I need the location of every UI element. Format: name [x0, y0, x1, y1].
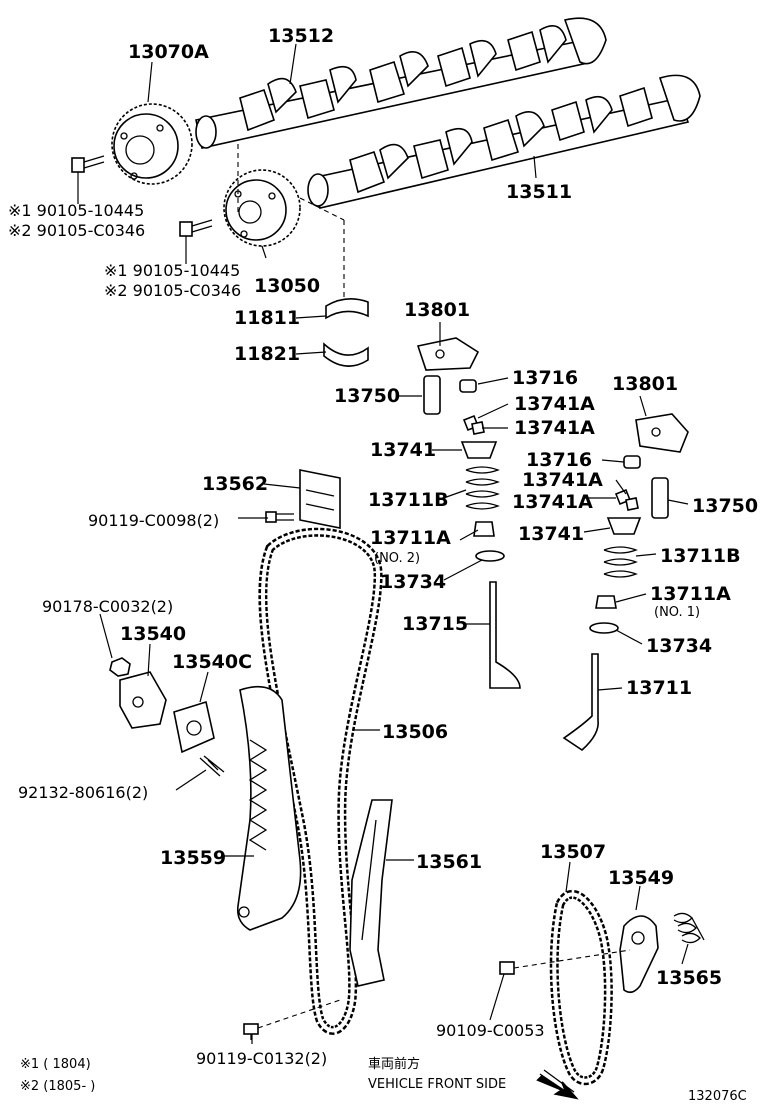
label-13506: 13506	[382, 721, 448, 743]
label-13750-right: 13750	[692, 495, 758, 517]
label-13741-left: 13741	[370, 439, 436, 461]
label-13801-right: 13801	[612, 373, 678, 395]
leader-lines	[77, 43, 689, 1044]
sprocket-13050	[223, 169, 301, 247]
sprocket-bolt-a	[71, 155, 105, 173]
label-13559: 13559	[160, 847, 226, 869]
label-bolt-a-2: ※2 90105-C0346	[8, 221, 145, 240]
label-13050: 13050	[254, 275, 320, 297]
diagram-code: 132076C	[688, 1089, 747, 1104]
tensioner-13540	[119, 671, 167, 729]
label-13549: 13549	[608, 867, 674, 889]
label-13562: 13562	[202, 473, 268, 495]
chain-tensioner-arm-13549	[619, 915, 659, 994]
vehicle-front-arrow-icon	[536, 1069, 579, 1100]
label-13070a: 13070A	[128, 41, 209, 63]
label-13741a-l1: 13741A	[514, 393, 595, 415]
label-13715: 13715	[402, 613, 468, 635]
valve-train-left	[416, 337, 521, 689]
label-11811: 11811	[234, 307, 300, 329]
oil-pump-chain-13507	[549, 889, 613, 1086]
label-13711a-right: 13711A	[650, 583, 731, 605]
label-13716-left: 13716	[512, 367, 578, 389]
label-13711b-left: 13711B	[368, 489, 449, 511]
label-13716-right: 13716	[526, 449, 592, 471]
chain-damper-13562	[299, 469, 341, 529]
part-labels: 13070A 13512 13511 13050 ※1 90105-10445 …	[8, 25, 758, 1104]
label-13741a-r2: 13741A	[512, 491, 593, 513]
label-13741a-l2: 13741A	[514, 417, 595, 439]
label-13711a-right-note: (NO. 1)	[654, 605, 700, 620]
stud-92132	[199, 755, 225, 777]
label-13741a-r1: 13741A	[522, 469, 603, 491]
valve-train-right	[562, 413, 689, 752]
gasket-13540c	[173, 700, 215, 754]
label-13511: 13511	[506, 181, 572, 203]
label-13711a-left: 13711A	[370, 527, 451, 549]
sprocket-bolt-b	[179, 219, 213, 237]
guide-bolt	[243, 999, 341, 1040]
chain-guide-13561	[349, 799, 393, 987]
label-13565: 13565	[656, 967, 722, 989]
arm-bolt	[499, 949, 631, 975]
label-13711a-left-note: (NO. 2)	[374, 551, 420, 566]
timing-chain-13506	[258, 527, 383, 1035]
label-13801-left: 13801	[404, 299, 470, 321]
footnote-2: ※2 (1805- )	[20, 1079, 95, 1094]
slipper-guide-13559	[236, 685, 302, 931]
label-13540c: 13540C	[172, 651, 252, 673]
tensioner-nut	[109, 657, 131, 677]
label-13734-left: 13734	[380, 571, 446, 593]
label-bolt-b-2: ※2 90105-C0346	[104, 281, 241, 300]
label-bolt-b-1: ※1 90105-10445	[104, 261, 240, 280]
label-92132-80616: 92132-80616(2)	[18, 783, 148, 802]
label-11821: 11821	[234, 343, 300, 365]
footnote-1: ※1 ( 1804)	[20, 1057, 91, 1072]
tensioner-spring-13565	[673, 912, 705, 944]
label-13561: 13561	[416, 851, 482, 873]
direction-japanese: 車両前方	[368, 1056, 420, 1072]
damper-bolt	[265, 511, 294, 523]
label-90119-c0098: 90119-C0098(2)	[88, 511, 219, 530]
label-13512: 13512	[268, 25, 334, 47]
direction-english: VEHICLE FRONT SIDE	[368, 1077, 506, 1092]
camshaft-13512	[195, 17, 607, 149]
label-13540: 13540	[120, 623, 186, 645]
label-13750-left: 13750	[334, 385, 400, 407]
label-90109-c0053: 90109-C0053	[436, 1021, 545, 1040]
label-13711b-right: 13711B	[660, 545, 741, 567]
label-13741-right: 13741	[518, 523, 584, 545]
camshaft-13511	[307, 74, 701, 209]
bearing-11811	[325, 298, 369, 320]
label-bolt-a-1: ※1 90105-10445	[8, 201, 144, 220]
label-90178-c0032: 90178-C0032(2)	[42, 597, 173, 616]
label-90119-c0132: 90119-C0132(2)	[196, 1049, 327, 1068]
sprocket-13070a	[111, 103, 193, 185]
label-13734-right: 13734	[646, 635, 712, 657]
label-13507: 13507	[540, 841, 606, 863]
bearing-11821	[323, 342, 369, 367]
label-13711: 13711	[626, 677, 692, 699]
